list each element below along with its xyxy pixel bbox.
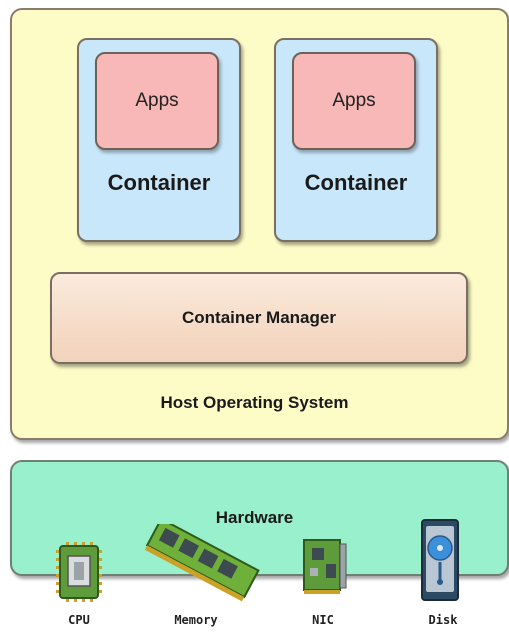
host-os-label: Host Operating System: [160, 393, 349, 412]
device-label-cpu: CPU: [68, 613, 90, 627]
device-label-disk: Disk: [428, 613, 458, 627]
container-label-2: Container: [304, 170, 408, 195]
container-manager-box: Container Manager: [50, 272, 468, 364]
container-1: Apps Container: [77, 38, 241, 242]
device-label-memory: Memory: [174, 613, 218, 627]
memory-module-icon: [144, 524, 260, 602]
apps-label-1: Apps: [135, 90, 179, 111]
cpu-chip-icon: [56, 542, 102, 602]
container-manager-label: Container Manager: [182, 308, 336, 327]
apps-box-2: Apps: [292, 52, 416, 150]
device-label-nic: NIC: [312, 613, 334, 627]
apps-box-1: Apps: [95, 52, 219, 150]
container-2: Apps Container: [274, 38, 438, 242]
apps-label-2: Apps: [332, 90, 376, 111]
container-label-1: Container: [107, 170, 211, 195]
hard-disk-icon: [421, 519, 459, 601]
network-card-icon: [303, 539, 347, 594]
hardware-label: Hardware: [215, 508, 294, 527]
